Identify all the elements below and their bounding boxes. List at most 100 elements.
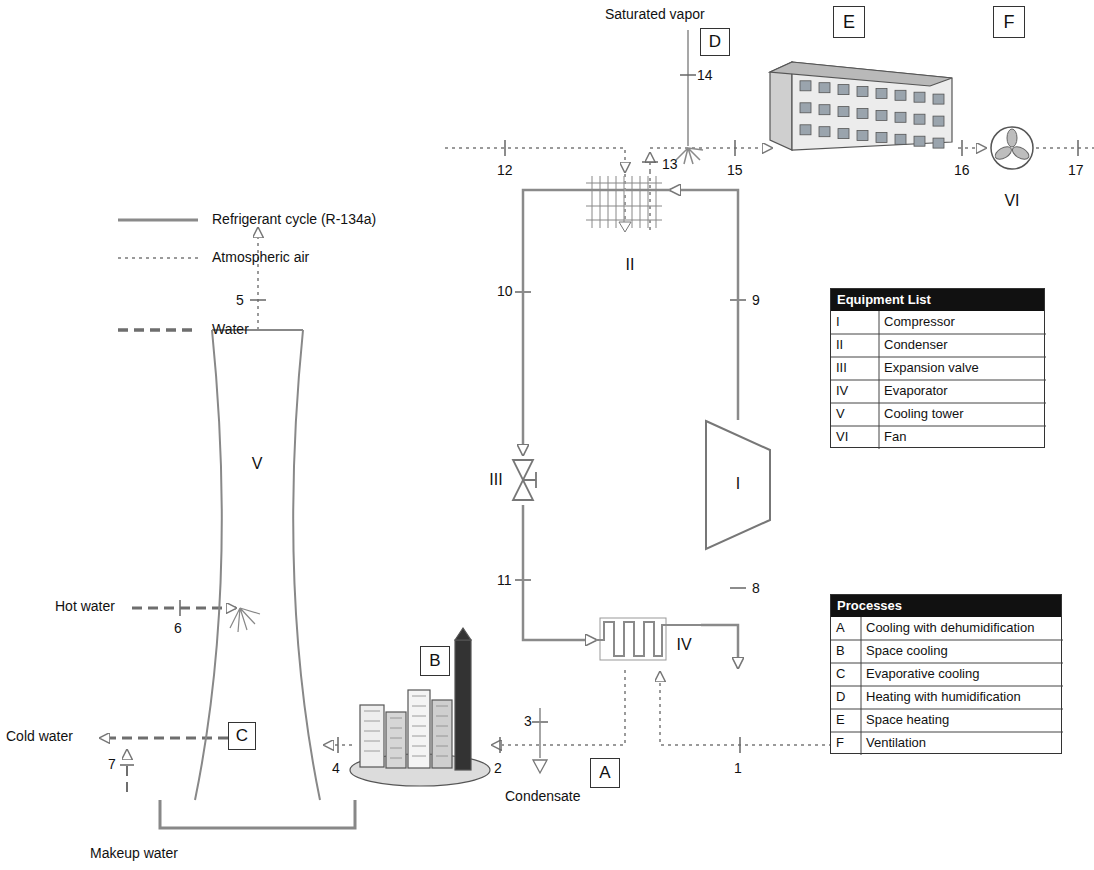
rect-part xyxy=(360,705,384,767)
process-letter-box: D xyxy=(700,28,730,56)
stream-label: 13 xyxy=(662,156,678,172)
table-cell: VI xyxy=(836,429,848,445)
path-part xyxy=(650,147,772,149)
table-cell: Cooling with dehumidification xyxy=(866,620,1034,636)
table-cell: III xyxy=(836,360,847,376)
rect-part xyxy=(455,640,471,770)
table-cell: Fan xyxy=(884,429,906,445)
table-cell: E xyxy=(836,712,845,728)
window xyxy=(800,125,811,135)
process-letter-box: A xyxy=(590,758,620,788)
table-rule xyxy=(831,663,1063,664)
table-cell: II xyxy=(836,337,843,353)
table-rule xyxy=(831,334,1046,335)
table-cell: Evaporator xyxy=(884,383,948,399)
table-cell: IV xyxy=(836,383,848,399)
process-letter: E xyxy=(843,12,855,33)
window-row xyxy=(390,748,402,749)
table-rule xyxy=(831,403,1046,404)
table-rule xyxy=(831,426,1046,427)
window-row xyxy=(364,731,380,732)
stream-label: Makeup water xyxy=(90,845,178,861)
tower-shell xyxy=(195,330,320,800)
line-part xyxy=(739,737,741,753)
window-row xyxy=(436,716,448,717)
window xyxy=(800,103,811,113)
table-cell: C xyxy=(836,666,845,682)
window-row xyxy=(436,726,448,727)
stream-label: Cold water xyxy=(6,728,73,744)
window xyxy=(838,129,849,139)
line-part xyxy=(504,140,506,156)
compressor-outline xyxy=(706,421,770,549)
polygon-part xyxy=(770,62,952,86)
line-part xyxy=(499,737,501,753)
water-stream xyxy=(100,608,236,792)
path-part xyxy=(257,228,259,330)
vapor-line xyxy=(676,30,703,164)
stream-label: 14 xyxy=(697,67,713,83)
table-cell: Space heating xyxy=(866,712,949,728)
table-cell: V xyxy=(836,406,845,422)
table-header: Processes xyxy=(831,595,1061,617)
fan-blade xyxy=(1007,129,1017,147)
process-letter: F xyxy=(1004,12,1015,33)
window-row xyxy=(364,721,380,722)
condensate-drain xyxy=(533,708,547,773)
table-rule xyxy=(831,709,1063,710)
stream-label: 2 xyxy=(494,760,502,776)
process-letter: A xyxy=(599,763,610,783)
line-part xyxy=(337,737,339,753)
arrowhead xyxy=(619,222,631,232)
window-row xyxy=(390,718,402,719)
window-row xyxy=(436,706,448,707)
stream-label: 7 xyxy=(108,756,116,772)
table-rule xyxy=(879,311,880,449)
building-illustration xyxy=(350,628,490,786)
table-cell: Compressor xyxy=(884,314,955,330)
line-part xyxy=(730,587,746,589)
table-cell: Condenser xyxy=(884,337,948,353)
fan-blade xyxy=(1010,144,1031,162)
tick-marks xyxy=(120,75,1078,765)
window-row xyxy=(412,746,426,747)
stream-label: 1 xyxy=(734,760,742,776)
fan-symbol: VI xyxy=(988,124,1036,216)
path-part xyxy=(492,670,625,745)
condenser-symbol: II xyxy=(580,168,670,280)
window xyxy=(838,85,849,95)
equipment-numeral: V xyxy=(237,455,277,473)
legend-text: Water xyxy=(212,321,249,337)
process-letter-box: C xyxy=(228,722,256,750)
polygon-part xyxy=(770,62,792,150)
window-row xyxy=(436,756,448,757)
rect-part xyxy=(386,712,406,768)
polygon-part xyxy=(455,628,471,640)
table-header: Equipment List xyxy=(831,289,1044,311)
window xyxy=(838,107,849,117)
window xyxy=(857,109,868,119)
line-part xyxy=(961,140,963,156)
stream-label: 4 xyxy=(332,760,340,776)
table-rule xyxy=(831,732,1063,733)
compressor-symbol: I xyxy=(705,420,771,550)
valve-stem xyxy=(523,472,536,488)
stream-label: 17 xyxy=(1068,162,1084,178)
window xyxy=(819,105,830,115)
rect-part xyxy=(408,690,430,768)
legend-line-sample xyxy=(118,257,198,259)
path-part xyxy=(100,737,228,740)
equipment-numeral: III xyxy=(482,471,510,489)
window xyxy=(876,132,887,142)
window xyxy=(895,112,906,122)
evaporator-coil xyxy=(596,622,701,656)
process-letter: C xyxy=(236,726,248,746)
stream-label: 9 xyxy=(750,292,762,308)
process-letter: B xyxy=(429,651,440,671)
refrigerant-line xyxy=(523,505,596,640)
stream-label: 12 xyxy=(497,162,513,178)
window xyxy=(857,87,868,97)
window-row xyxy=(436,736,448,737)
line-part xyxy=(1077,140,1079,156)
